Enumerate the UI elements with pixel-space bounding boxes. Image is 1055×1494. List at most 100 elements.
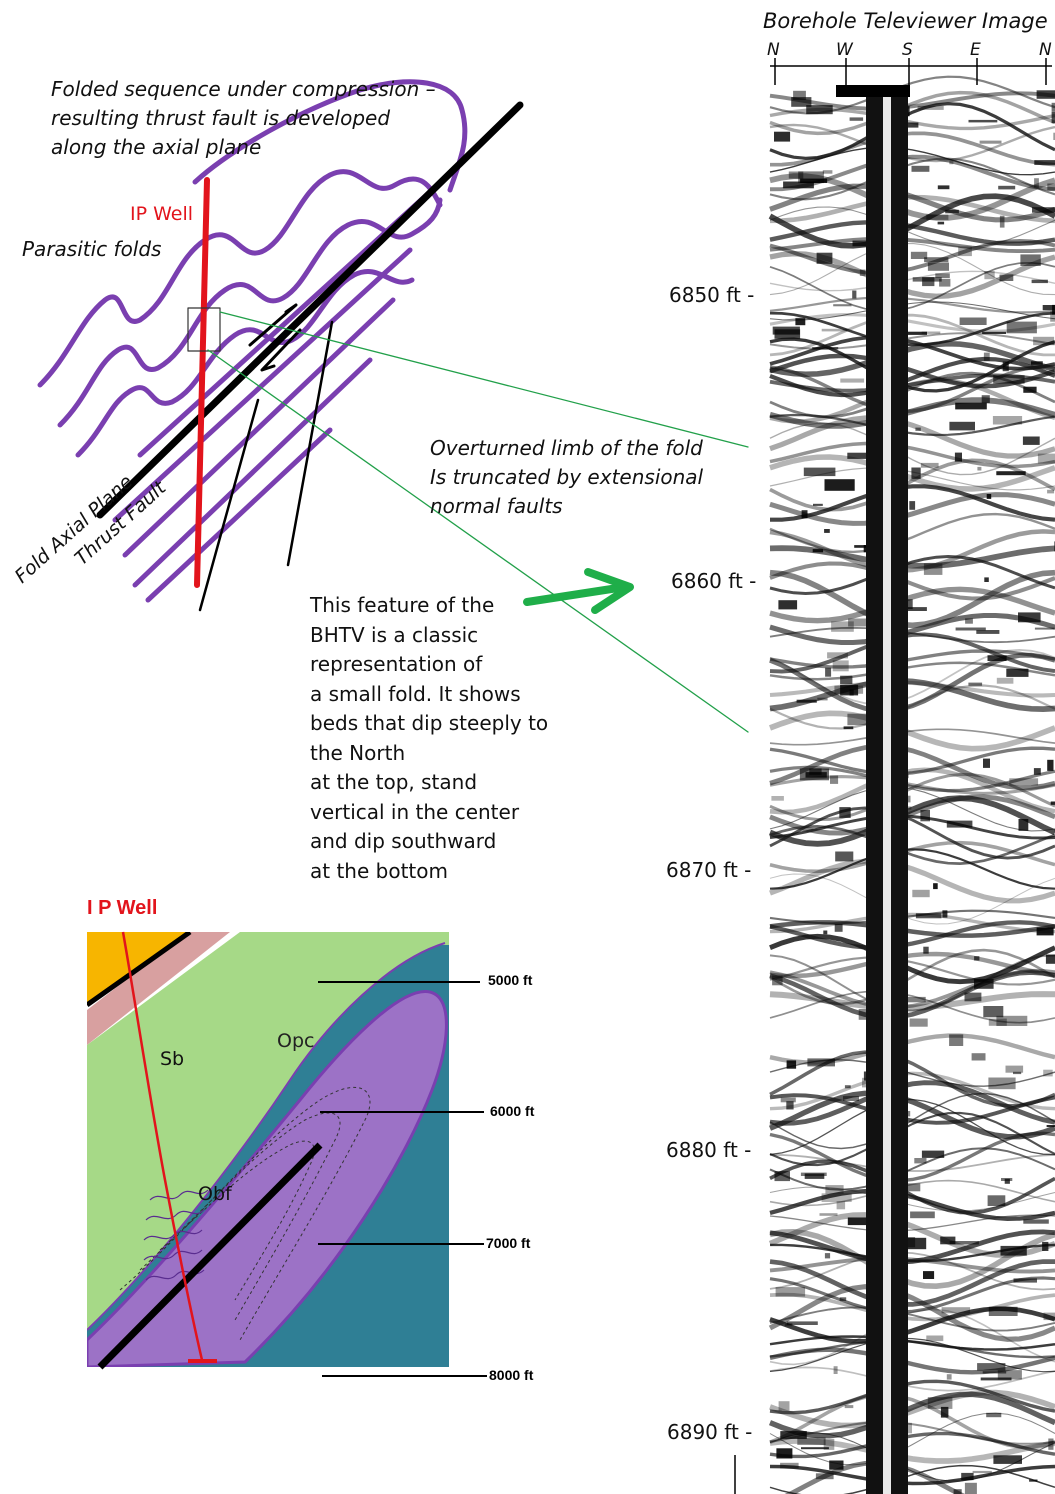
televiewer-dark-patch <box>924 563 943 575</box>
televiewer-dark-patch <box>910 1212 935 1219</box>
description-line: This feature of the <box>310 591 548 621</box>
televiewer-dark-patch <box>787 1321 818 1325</box>
televiewer-dark-patch <box>804 468 836 477</box>
televiewer-dark-patch <box>935 273 950 278</box>
televiewer-dark-patch <box>771 796 784 801</box>
unit-obf-label: Obf <box>198 1183 232 1205</box>
televiewer-dark-patch <box>968 683 982 686</box>
televiewer-dark-patch <box>993 375 1024 383</box>
limb-annotation-line: Overturned limb of the fold <box>430 434 703 463</box>
televiewer-dark-patch <box>920 810 930 821</box>
televiewer-dark-patch <box>922 332 941 334</box>
televiewer-dark-patch <box>939 279 950 287</box>
unit-opc-label: Opc <box>277 1030 314 1052</box>
televiewer-dark-patch <box>837 1201 846 1209</box>
televiewer-dark-patch <box>806 105 833 114</box>
televiewer-dark-patch <box>1000 275 1014 281</box>
televiewer-dark-patch <box>938 185 950 189</box>
televiewer-dark-patch <box>923 1271 934 1279</box>
televiewer-dark-patch <box>773 327 800 335</box>
description-line: beds that dip steeply to <box>310 709 548 739</box>
televiewer-dark-patch <box>928 263 949 271</box>
televiewer-dark-patch <box>912 166 930 172</box>
depth-label-6860: 6860 ft - <box>671 569 756 593</box>
televiewer-dark-patch <box>993 1455 1022 1464</box>
televiewer-dark-patch <box>812 347 838 350</box>
televiewer-dark-patch <box>805 1174 825 1179</box>
televiewer-dark-patch <box>988 1195 1006 1206</box>
televiewer-dark-patch <box>779 1401 790 1411</box>
televiewer-dark-patch <box>1001 1246 1027 1256</box>
televiewer-dark-patch <box>813 549 823 552</box>
televiewer-dark-patch <box>1034 178 1039 187</box>
limb-annotation-line: Is truncated by extensional <box>430 463 703 492</box>
televiewer-dark-patch <box>914 1158 926 1163</box>
televiewer-dark-patch <box>1043 1070 1053 1077</box>
televiewer-dark-patch <box>1047 1125 1055 1127</box>
televiewer-dark-patch <box>928 1397 953 1409</box>
televiewer-dark-patch <box>850 689 854 695</box>
televiewer-dark-patch <box>1001 1178 1012 1181</box>
description-line: a small fold. It shows <box>310 680 548 710</box>
televiewer-dark-patch <box>1033 337 1054 345</box>
televiewer-dark-patch <box>984 577 989 582</box>
cross-section <box>87 932 487 1376</box>
televiewer-dark-patch <box>1051 802 1055 805</box>
depth-label-6850: 6850 ft - <box>669 283 754 307</box>
televiewer-dark-patch <box>1035 628 1055 630</box>
televiewer-dark-patch <box>1006 669 1028 677</box>
televiewer-dark-patch <box>955 403 987 410</box>
televiewer-dark-patch <box>961 1473 973 1480</box>
televiewer-dark-patch <box>813 504 823 506</box>
ip-well-label: IP Well <box>130 203 193 225</box>
description-line: BHTV is a classic <box>310 621 548 651</box>
televiewer-dark-patch <box>802 510 808 518</box>
televiewer-dark-patch <box>1034 768 1041 775</box>
televiewer-dark-patch <box>972 1053 986 1060</box>
televiewer-dark-patch <box>840 676 852 684</box>
televiewer-dark-patch <box>958 247 972 256</box>
televiewer-dark-patch <box>1019 819 1029 831</box>
televiewer-dark-patch <box>940 1237 955 1245</box>
televiewer-dark-patch <box>915 428 920 431</box>
televiewer-dark-patch <box>984 353 990 361</box>
televiewer-dark-patch <box>840 685 858 696</box>
description-line: the North <box>310 739 548 769</box>
unit-sb-label: Sb <box>160 1048 184 1070</box>
televiewer-dark-patch <box>973 1471 992 1473</box>
televiewer-dark-patch <box>988 1078 1015 1090</box>
orientation-n-right: N <box>1039 40 1052 60</box>
televiewer-dark-patch <box>845 1085 851 1088</box>
televiewer-dark-patch <box>1034 160 1055 165</box>
televiewer-dark-patch <box>982 395 990 403</box>
televiewer-dark-patch <box>912 890 929 897</box>
televiewer-dark-patch <box>830 776 838 784</box>
televiewer-dark-patch <box>845 1405 854 1408</box>
televiewer-dark-patch <box>780 1431 807 1439</box>
televiewer-dark-patch <box>825 479 855 491</box>
televiewer-dark-patch <box>780 1463 799 1469</box>
televiewer-dark-patch <box>974 956 979 960</box>
televiewer-dark-patch <box>776 1448 792 1458</box>
depth-marker-7000: 7000 ft <box>486 1235 530 1251</box>
limb-annotation-line: normal faults <box>430 492 703 521</box>
televiewer-dark-patch <box>793 91 806 100</box>
televiewer-dark-patch <box>942 910 947 917</box>
televiewer-dark-patch <box>922 1151 944 1158</box>
televiewer-dark-patch <box>1042 1242 1048 1251</box>
televiewer-dark-patch <box>983 759 990 768</box>
televiewer-dark-patch <box>783 182 814 189</box>
televiewer-dark-patch <box>801 1447 829 1449</box>
televiewer-dark-patch <box>774 132 790 142</box>
description-line: representation of <box>310 650 548 680</box>
televiewer-dark-patch <box>778 600 797 609</box>
televiewer-dark-patch <box>1047 760 1053 771</box>
televiewer-dark-patch <box>1052 112 1055 123</box>
televiewer-dark-patch <box>947 821 973 828</box>
televiewer-dark-patch <box>775 1171 791 1181</box>
televiewer-dark-patch <box>839 807 850 818</box>
televiewer-dark-patch <box>825 1253 830 1258</box>
televiewer-dark-patch <box>954 1489 962 1494</box>
televiewer-dark-patch <box>907 1183 921 1191</box>
orientation-e: E <box>970 40 981 60</box>
